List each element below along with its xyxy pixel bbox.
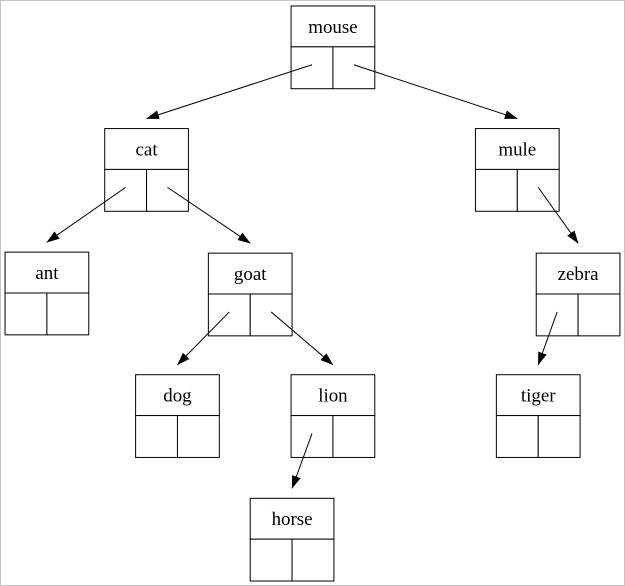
node-label-cell [207, 252, 293, 295]
edge-cat-left-ant [46, 186, 126, 243]
tree-node-ant: ant [4, 251, 90, 336]
node-right-pointer-cell [46, 292, 90, 336]
tree-node-horse: horse [249, 497, 335, 582]
node-left-pointer-cell [249, 538, 293, 582]
tree-node-mule: mule [474, 128, 560, 212]
node-label: cat [136, 139, 159, 160]
tree-node-zebra: zebra [535, 252, 621, 337]
edge-cat-right-goat [167, 186, 251, 244]
node-label-cell [135, 374, 220, 417]
node-label: zebra [558, 264, 600, 285]
tree-node-dog: dog [135, 374, 220, 458]
node-label: horse [272, 509, 313, 530]
node-label-cell [4, 251, 90, 294]
node-left-pointer-cell [135, 415, 178, 458]
node-left-pointer-cell [104, 168, 148, 212]
edge-lion-left-horse [291, 433, 313, 489]
node-label-cell [474, 128, 560, 170]
node-label: mouse [308, 17, 357, 38]
tree-node-lion: lion [290, 374, 376, 458]
tree-node-mouse: mouse [290, 5, 376, 90]
node-label: goat [234, 264, 267, 285]
node-right-pointer-cell [176, 415, 220, 458]
node-label: tiger [521, 386, 556, 407]
node-label: ant [35, 263, 59, 284]
tree-node-cat: cat [104, 128, 189, 212]
node-right-pointer-cell [577, 293, 621, 337]
node-right-pointer-cell [332, 415, 376, 458]
node-label-cell [104, 128, 189, 170]
node-label: dog [163, 386, 192, 407]
node-label-cell [290, 5, 376, 48]
tree-node-tiger: tiger [495, 374, 581, 458]
edge-mouse-right-mule [353, 64, 518, 120]
node-left-pointer-cell [290, 46, 334, 90]
node-left-pointer-cell [495, 415, 539, 458]
node-left-pointer-cell [535, 293, 579, 337]
node-right-pointer-cell [537, 415, 581, 458]
tree-node-goat: goat [207, 252, 293, 337]
node-right-pointer-cell [291, 538, 335, 582]
node-right-pointer-cell [332, 46, 376, 90]
node-label-cell [535, 252, 621, 295]
node-label-cell [495, 374, 581, 417]
node-right-pointer-cell [146, 168, 189, 212]
node-label: lion [318, 386, 348, 407]
node-right-pointer-cell [249, 293, 293, 337]
node-label-cell [249, 497, 335, 540]
node-left-pointer-cell [207, 293, 251, 337]
edge-mouse-left-cat [146, 64, 313, 120]
edge-goat-left-dog [177, 311, 230, 366]
edge-mule-right-zebra [537, 187, 579, 244]
node-right-pointer-cell [516, 168, 560, 212]
node-label: mule [498, 139, 536, 160]
node-left-pointer-cell [290, 415, 334, 458]
edge-zebra-left-tiger [537, 311, 558, 366]
edge-goat-right-lion [270, 311, 334, 366]
node-left-pointer-cell [4, 292, 48, 336]
node-left-pointer-cell [474, 168, 518, 212]
